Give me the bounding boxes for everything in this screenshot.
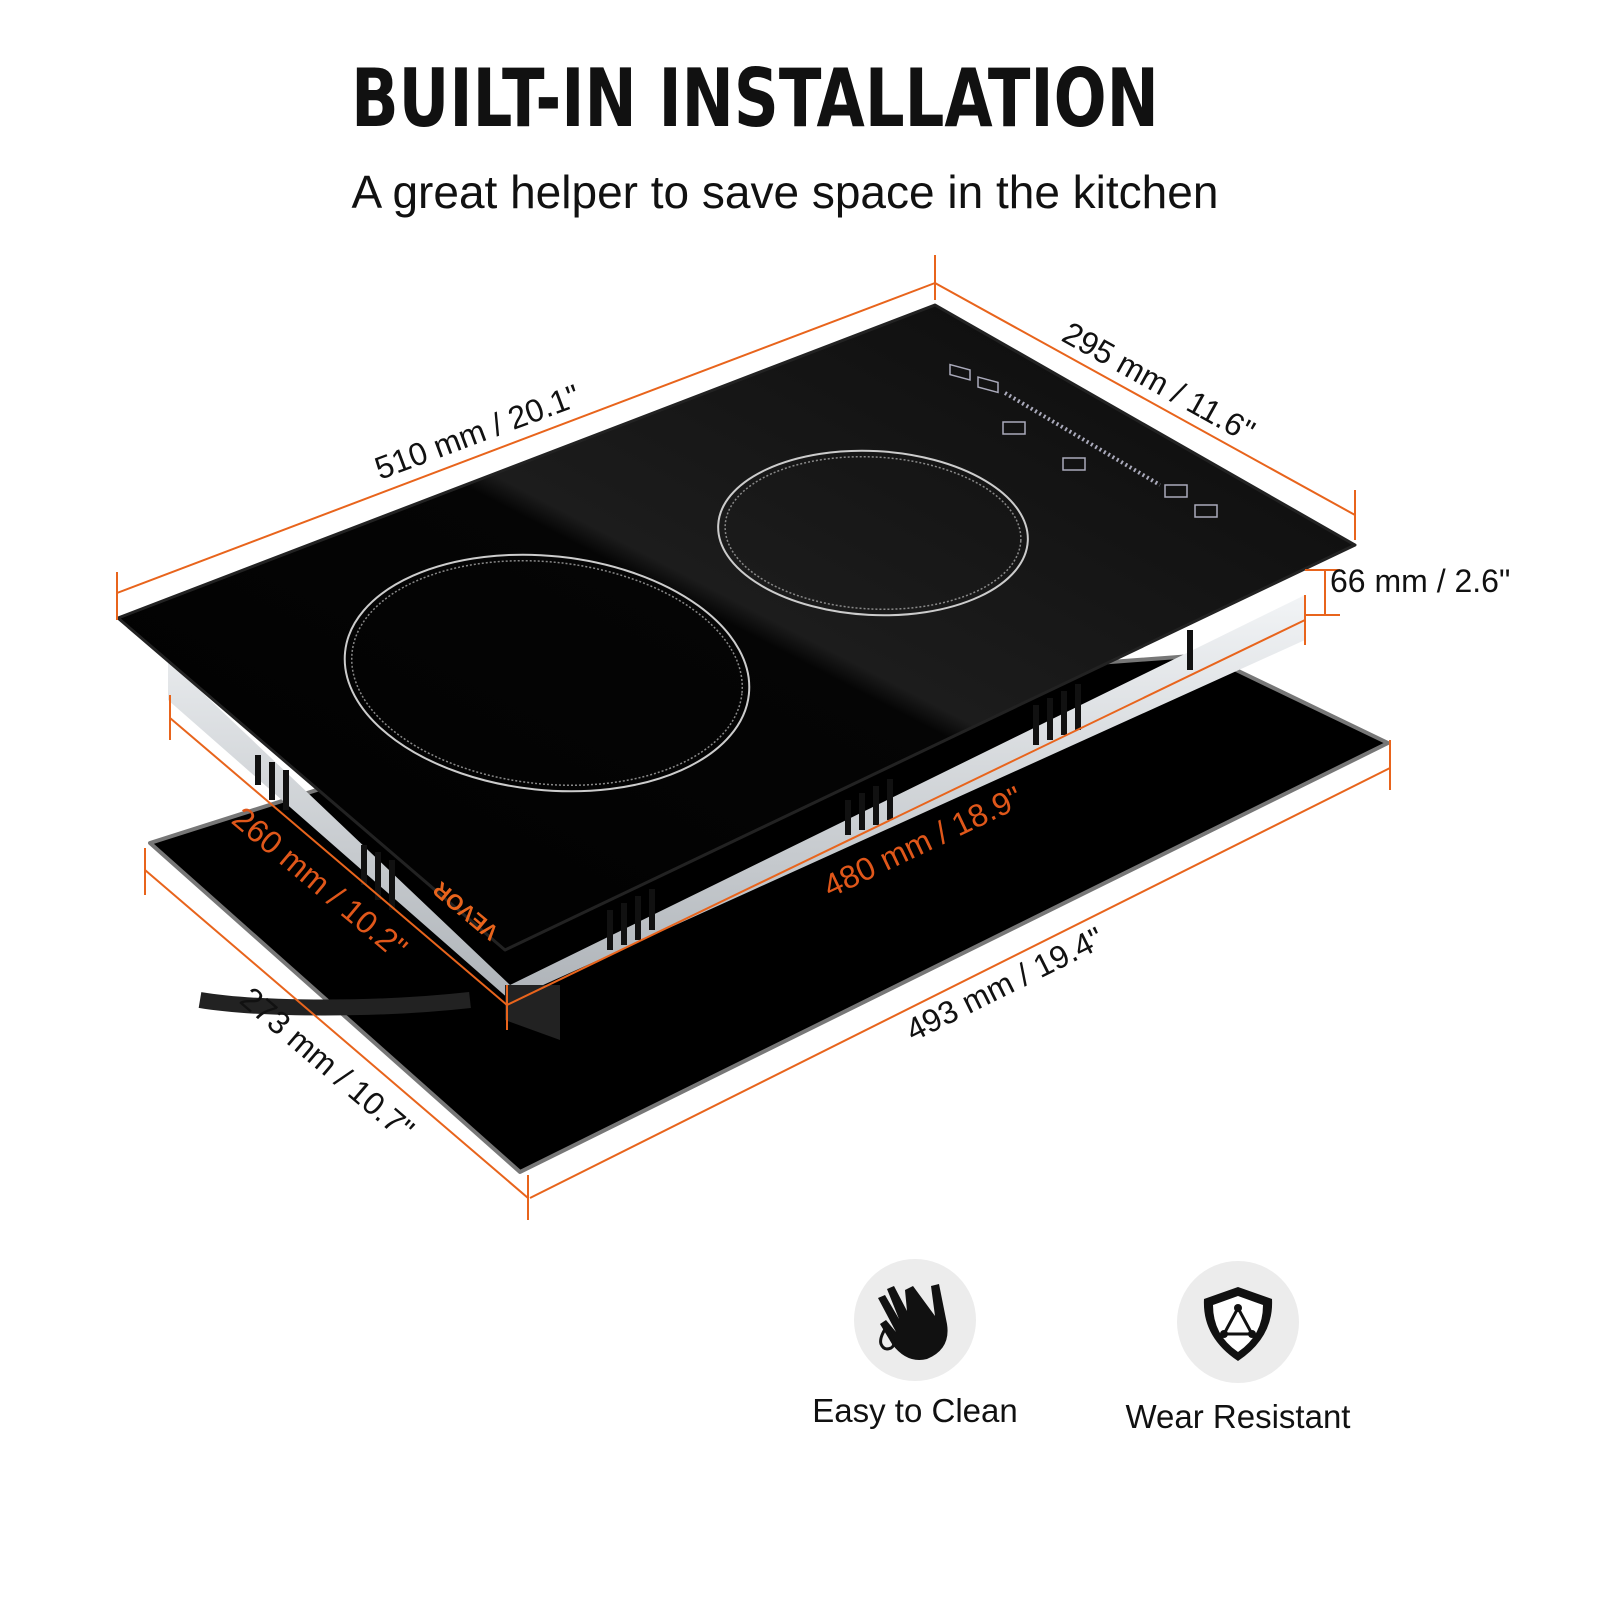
dimension-lines <box>116 255 1391 1220</box>
touch-controls <box>949 363 1218 518</box>
feature-easy-to-clean: Easy to Clean <box>812 1392 1018 1429</box>
vents <box>255 630 1193 950</box>
shield-icon <box>1203 1287 1273 1361</box>
hand-water-drop-icon <box>878 1284 948 1360</box>
burner-left <box>343 553 751 793</box>
page-title: BUILT-IN INSTALLATION <box>351 52 1159 145</box>
cooktop-glass <box>116 303 1357 952</box>
feature-wear-resistant: Wear Resistant <box>1125 1398 1351 1435</box>
burner-right <box>717 449 1029 617</box>
page-subtitle: A great helper to save space in the kitc… <box>351 166 1219 218</box>
dim-height: 66 mm / 2.6" <box>1330 563 1510 599</box>
power-cable <box>198 992 471 1016</box>
